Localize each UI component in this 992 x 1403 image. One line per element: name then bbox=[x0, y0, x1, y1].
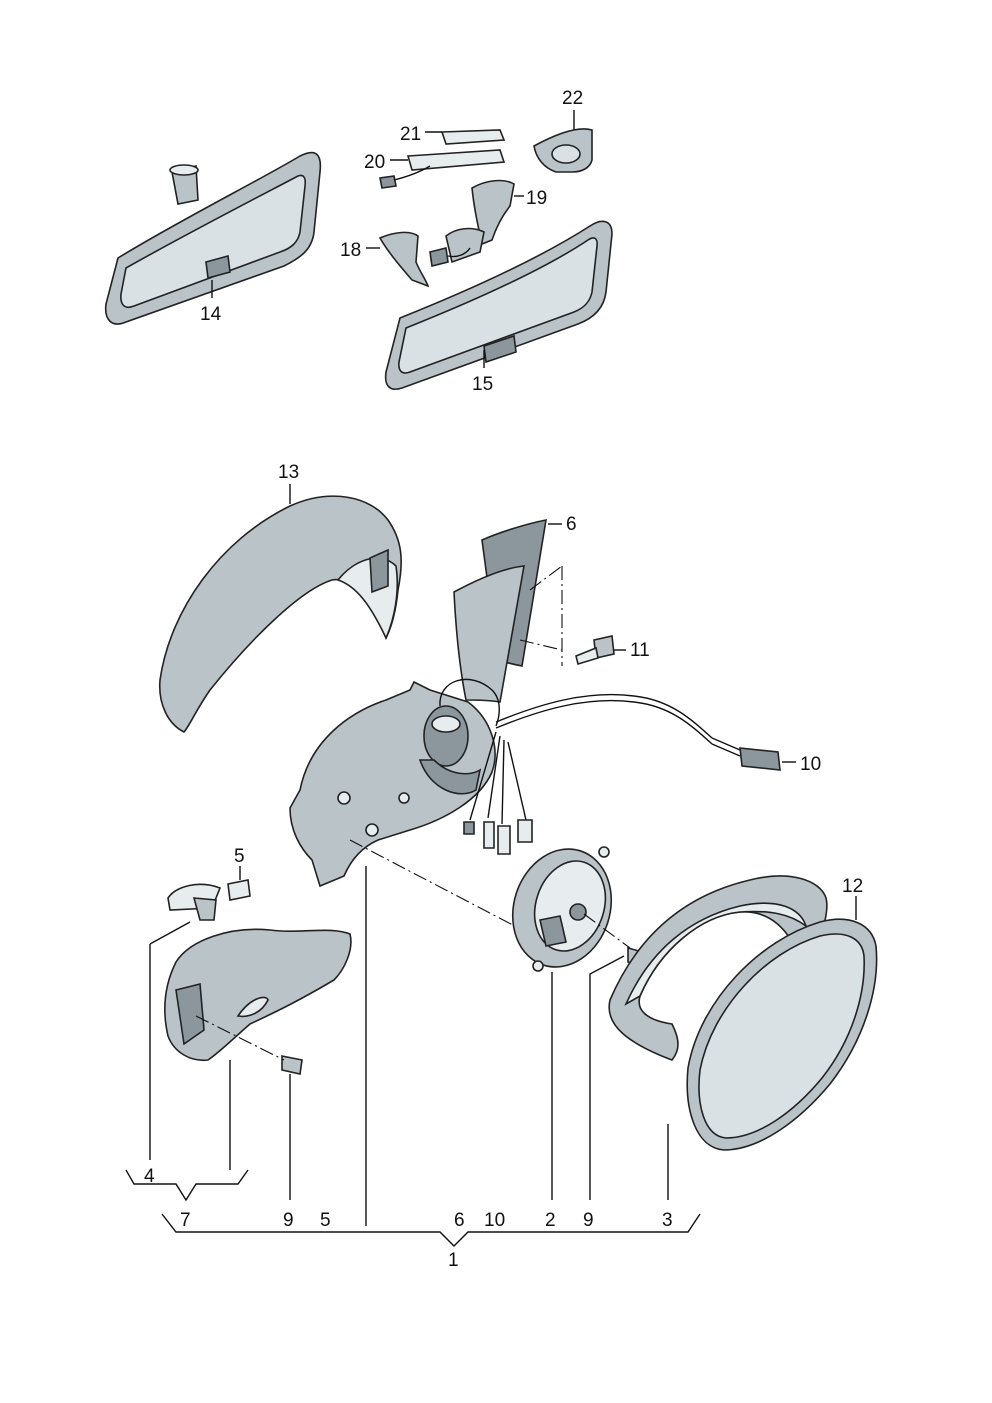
trim-part-19 bbox=[471, 179, 524, 246]
clip-part-22 bbox=[533, 110, 593, 173]
bulb-5 bbox=[167, 866, 251, 921]
callout-5-bottom: 5 bbox=[320, 1210, 331, 1231]
callout-10: 10 bbox=[800, 754, 821, 775]
cover-part-21 bbox=[425, 129, 506, 145]
callout-9b: 9 bbox=[583, 1210, 594, 1231]
callout-10-bottom: 10 bbox=[484, 1210, 505, 1231]
callout-11: 11 bbox=[630, 640, 650, 661]
callout-2: 2 bbox=[545, 1210, 556, 1231]
callout-18: 18 bbox=[340, 240, 361, 261]
heating-foil-6 bbox=[453, 518, 563, 703]
callout-5: 5 bbox=[234, 846, 245, 867]
callout-20: 20 bbox=[364, 152, 385, 173]
callout-6: 6 bbox=[566, 514, 577, 535]
trim-part-18 bbox=[366, 227, 485, 288]
lower-housing-4 bbox=[149, 921, 352, 1061]
interior-mirror-15 bbox=[384, 220, 613, 390]
callout-1: 1 bbox=[448, 1250, 459, 1271]
mirror-glass-12 bbox=[686, 896, 878, 1151]
callout-22: 22 bbox=[562, 88, 583, 109]
mirror-base-assembly bbox=[289, 678, 796, 935]
callout-6-bottom: 6 bbox=[454, 1210, 465, 1231]
callout-9a: 9 bbox=[283, 1210, 294, 1231]
bracket-group-1 bbox=[161, 1213, 701, 1247]
callout-19: 19 bbox=[526, 188, 547, 209]
callout-3: 3 bbox=[662, 1210, 673, 1231]
callout-13: 13 bbox=[278, 462, 299, 483]
callout-15: 15 bbox=[472, 374, 493, 395]
mirror-cap-13 bbox=[158, 484, 402, 733]
callout-7: 7 bbox=[180, 1210, 191, 1231]
callout-12: 12 bbox=[842, 876, 863, 897]
callout-labels: 14 15 18 19 20 21 22 13 6 11 10 5 12 4 7… bbox=[144, 88, 863, 1271]
housing-ring-3 bbox=[608, 875, 828, 1200]
screw-11 bbox=[575, 635, 626, 666]
cover-part-20 bbox=[379, 149, 506, 189]
callout-4: 4 bbox=[144, 1166, 155, 1187]
callout-14: 14 bbox=[200, 304, 222, 325]
screw-9a bbox=[195, 1015, 303, 1075]
callout-21: 21 bbox=[400, 124, 421, 145]
adjustment-motor-2 bbox=[511, 846, 613, 1200]
bracket-group-7 bbox=[125, 1169, 249, 1202]
interior-mirror-14 bbox=[104, 151, 322, 325]
